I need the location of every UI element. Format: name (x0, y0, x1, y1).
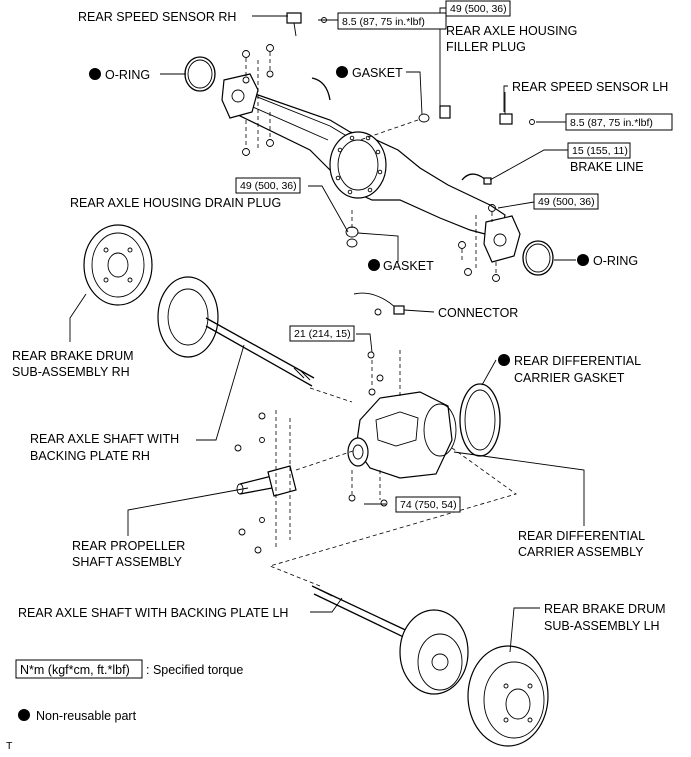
label-axle-shaft-rh-line1: REAR AXLE SHAFT WITH (30, 432, 179, 446)
torque-label-carrier-nut: 21 (214, 15) (294, 328, 351, 340)
brake-drum-rh-part (83, 224, 153, 306)
propeller-shaft-part (234, 410, 357, 554)
label-o-ring-left: O-RING (105, 68, 150, 82)
label-carrier-assembly-line2: CARRIER ASSEMBLY (518, 545, 644, 559)
non-reusable-bullet-gasket-bottom (368, 259, 380, 271)
torque-label-sensor-rh: 8.5 (87, 75 in.*lbf) (342, 16, 425, 28)
label-propeller-line2: SHAFT ASSEMBLY (72, 555, 183, 569)
torque-label-housing-right: 49 (500, 36) (538, 196, 595, 208)
non-reusable-bullet-o-ring-right (577, 254, 589, 266)
label-brake-line: BRAKE LINE (570, 160, 644, 174)
label-carrier-gasket-line2: CARRIER GASKET (514, 371, 625, 385)
label-gasket-top: GASKET (352, 66, 403, 80)
label-filler-plug-line1: REAR AXLE HOUSING (446, 24, 577, 38)
label-brake-drum-rh-line1: REAR BRAKE DRUM (12, 349, 134, 363)
filler-plug-part (359, 105, 451, 141)
label-brake-drum-lh-line1: REAR BRAKE DRUM (544, 602, 666, 616)
legend-non-reusable-bullet (18, 709, 30, 721)
legend-torque-unit-desc: : Specified torque (146, 663, 243, 677)
carrier-gasket-part (459, 383, 501, 457)
non-reusable-bullet-gasket-top (336, 66, 348, 78)
label-axle-shaft-lh: REAR AXLE SHAFT WITH BACKING PLATE LH (18, 606, 288, 620)
legend: N*m (kgf*cm, ft.*lbf) : Specified torque… (15, 659, 243, 723)
label-filler-plug-line2: FILLER PLUG (446, 40, 526, 54)
label-connector: CONNECTOR (438, 306, 518, 320)
label-gasket-bottom: GASKET (383, 259, 434, 273)
housing-right-bolts (458, 204, 500, 282)
label-carrier-gasket-line1: REAR DIFFERENTIAL (514, 354, 641, 368)
o-ring-left-part (184, 56, 216, 92)
leader-lines (69, 7, 585, 653)
label-rear-speed-sensor-lh: REAR SPEED SENSOR LH (512, 80, 668, 94)
axle-shaft-rh-part (157, 276, 315, 387)
differential-carrier-part (347, 350, 457, 507)
non-reusable-bullet-o-ring-left (89, 68, 101, 80)
vent-hose (311, 77, 331, 101)
label-rear-speed-sensor-rh: REAR SPEED SENSOR RH (78, 10, 236, 24)
label-o-ring-right: O-RING (593, 254, 638, 268)
speed-sensor-lh-part (499, 92, 535, 125)
torque-label-brake-line: 15 (155, 11) (572, 145, 628, 157)
non-reusable-bullet-carrier-gasket (498, 354, 510, 366)
legend-torque-unit-box: N*m (kgf*cm, ft.*lbf) (20, 663, 130, 677)
footer-mark: T (6, 740, 13, 752)
connector-part (353, 292, 405, 316)
torque-boxes: 8.5 (87, 75 in.*lbf) 49 (500, 36) 8.5 (8… (235, 0, 673, 513)
rear-axle-housing (221, 73, 521, 263)
drain-plug-part (345, 210, 359, 248)
axle-shaft-lh-part (311, 585, 469, 695)
torque-label-propeller: 74 (750, 54) (400, 499, 457, 511)
label-carrier-assembly-line1: REAR DIFFERENTIAL (518, 529, 645, 543)
brake-drum-lh-part (467, 645, 549, 747)
housing-left-bolts (242, 44, 274, 156)
o-ring-right-part (522, 240, 554, 276)
label-propeller-line1: REAR PROPELLER (72, 539, 185, 553)
label-axle-shaft-rh-line2: BACKING PLATE RH (30, 449, 150, 463)
torque-label-filler-plug: 49 (500, 36) (450, 3, 507, 15)
label-brake-drum-lh-line2: SUB-ASSEMBLY LH (544, 619, 660, 633)
label-brake-drum-rh-line2: SUB-ASSEMBLY RH (12, 365, 130, 379)
label-drain-plug: REAR AXLE HOUSING DRAIN PLUG (70, 196, 281, 210)
part-labels: REAR SPEED SENSOR RH REAR AXLE HOUSING F… (12, 10, 668, 633)
speed-sensor-rh-part (286, 12, 327, 37)
torque-label-sensor-lh: 8.5 (87, 75 in.*lbf) (570, 117, 653, 129)
legend-non-reusable-text: Non-reusable part (36, 709, 137, 723)
torque-label-drain-plug: 49 (500, 36) (240, 180, 297, 192)
